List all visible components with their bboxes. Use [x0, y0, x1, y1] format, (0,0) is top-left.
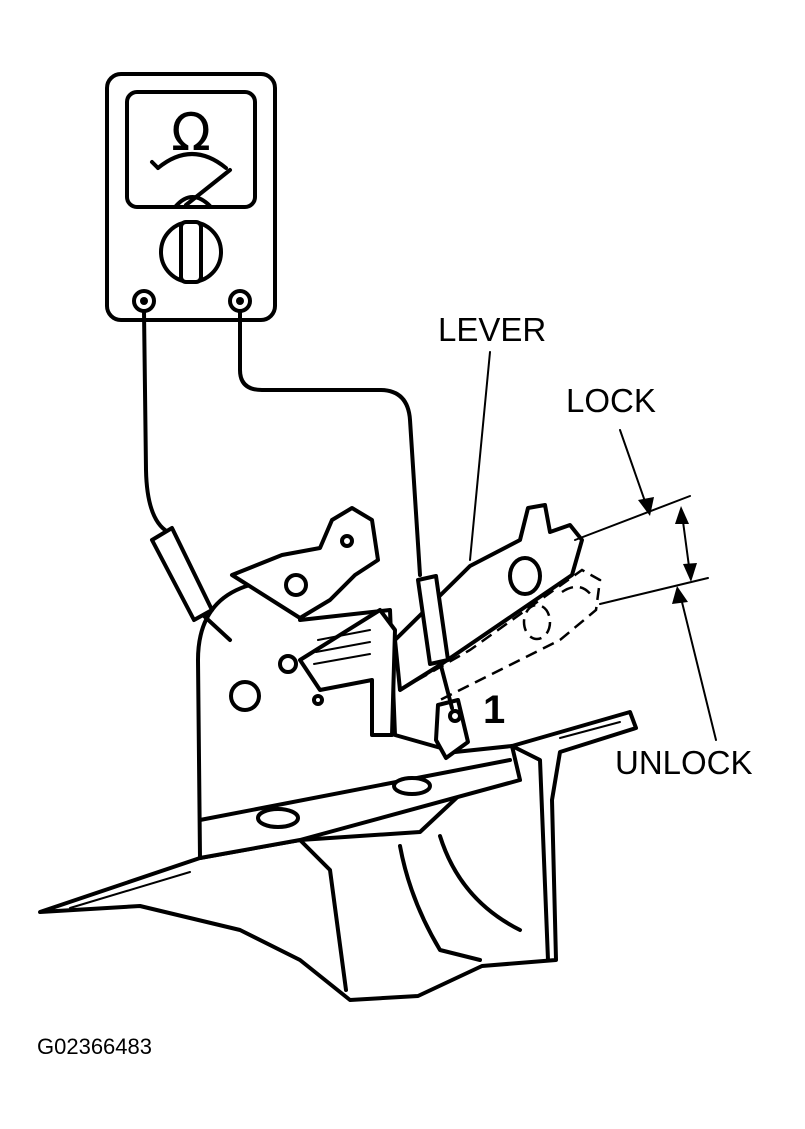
lock-extension-line: [574, 495, 691, 541]
base-right-wall: [510, 744, 550, 962]
ohmmeter: [105, 72, 277, 322]
plate-hole-small: [278, 654, 298, 674]
lead-wire-left: [142, 309, 170, 534]
annotations: [469, 351, 717, 741]
switch-wire-lines: [313, 629, 371, 665]
terminal-label: 1: [483, 688, 506, 732]
latch-hook: [230, 506, 380, 620]
meter-scale-arc: [156, 152, 228, 170]
switch-block: [298, 608, 470, 760]
latch-plate: [196, 573, 522, 860]
base-hole-right: [392, 776, 432, 796]
probe-left-handle: [150, 526, 214, 622]
meter-needle: [184, 168, 232, 207]
latch-hook-pivot: [284, 573, 308, 597]
test-leads: [142, 309, 454, 710]
unlock-label: UNLOCK: [615, 744, 753, 781]
lever-hole: [508, 556, 542, 596]
lever-lock-tip: [561, 585, 593, 597]
lock-arrowhead: [638, 497, 654, 516]
meter-knob-pointer: [179, 220, 203, 284]
switch-terminal-hole: [448, 709, 462, 723]
lead-wire-right: [238, 309, 422, 577]
lever-label: LEVER: [438, 311, 547, 348]
plate-hole-large: [229, 680, 261, 712]
meter-scale-tick-left: [150, 160, 160, 170]
plate-body: [196, 573, 522, 860]
unlock-extension-line: [599, 577, 709, 605]
probe-right-tip: [438, 660, 454, 710]
travel-arrow-bottom: [683, 563, 697, 582]
unlock-arrowhead: [672, 586, 688, 604]
latch-hook-body: [230, 506, 380, 620]
unlock-leader-line: [679, 593, 717, 741]
figure-id: G02366483: [37, 1034, 152, 1059]
lever-leader-line: [469, 351, 491, 561]
lever-lock-outline: [399, 568, 602, 702]
base-flange-edge-left: [69, 871, 191, 909]
lock-leader-line: [619, 429, 649, 511]
switch-housing: [298, 608, 397, 737]
lock-label: LOCK: [566, 382, 656, 419]
base-slot-left: [398, 844, 482, 962]
ohm-symbol-icon: Ω: [171, 103, 211, 163]
base-flange-edge-right: [559, 721, 621, 739]
lever-dashed: [399, 568, 602, 702]
lever-lock-hole: [522, 603, 552, 641]
base-slot-right: [438, 834, 522, 932]
meter-display: [125, 90, 257, 209]
latch-hook-pin: [340, 534, 354, 548]
plate-rivet: [312, 694, 324, 706]
probe-right-handle: [416, 574, 450, 666]
probe-left-tip: [202, 614, 232, 642]
meter-needle-pivot: [174, 195, 212, 208]
base-hole-left: [256, 807, 300, 829]
travel-arrow-top: [675, 506, 689, 524]
plate-floor-edge: [198, 758, 512, 822]
base-left-wall: [298, 838, 348, 992]
